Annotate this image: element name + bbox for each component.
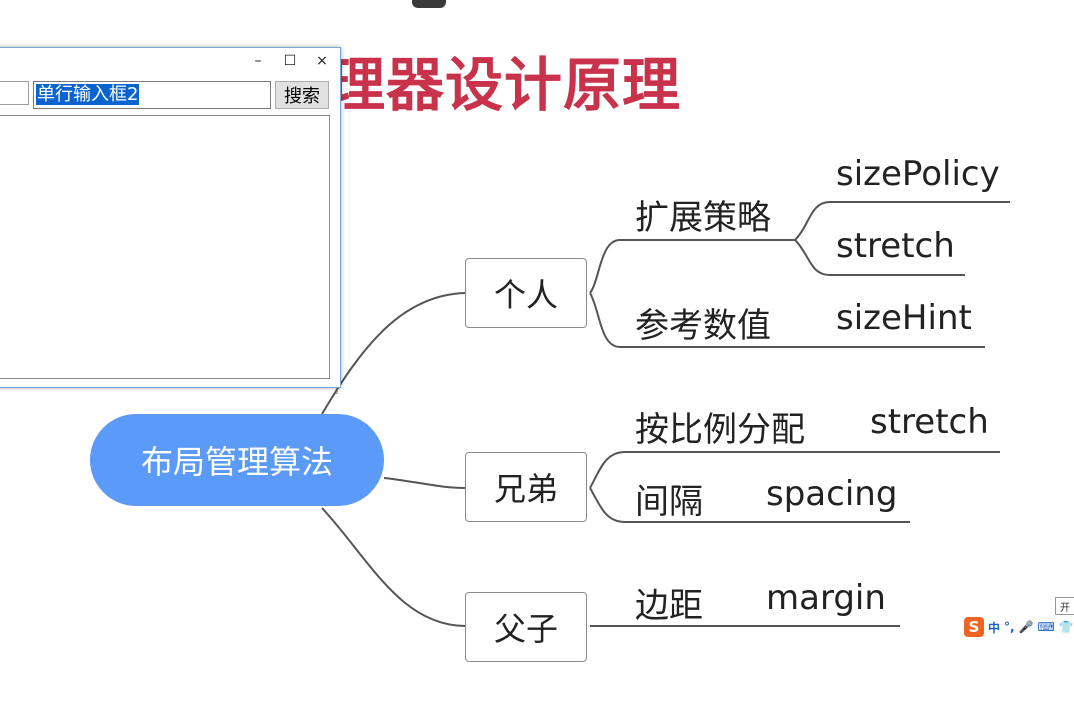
- ime-keyboard-icon[interactable]: ⌨: [1037, 620, 1055, 634]
- minimize-button[interactable]: –: [254, 53, 262, 69]
- close-button[interactable]: ×: [316, 53, 328, 69]
- leaf-sizehint: sizeHint: [836, 298, 972, 338]
- leaf-proportional: 按比例分配: [635, 410, 805, 450]
- leaf-reference-value: 参考数值: [635, 306, 771, 346]
- ime-chinese-mode[interactable]: 中: [988, 620, 1001, 635]
- leaf-expand-policy: 扩展策略: [635, 198, 771, 238]
- window-titlebar[interactable]: – ☐ ×: [0, 48, 340, 76]
- leaf-stretch-1: stretch: [836, 226, 955, 266]
- sogou-logo-icon[interactable]: S: [964, 617, 984, 637]
- leaf-stretch-2: stretch: [870, 402, 989, 442]
- branch-node-siblings: 兄弟: [465, 452, 587, 522]
- ime-toolbar[interactable]: S 中 °, 🎤 ⌨ 👕: [964, 616, 1074, 638]
- search-button[interactable]: 搜索: [275, 81, 329, 109]
- line-edit-2[interactable]: 单行输入框2: [33, 81, 271, 109]
- leaf-spacing-label: 间隔: [635, 482, 703, 522]
- text-edit-area[interactable]: [0, 115, 330, 379]
- branch-node-individual: 个人: [465, 258, 587, 328]
- leaf-margin: margin: [766, 578, 886, 618]
- resize-grip-icon[interactable]: ⌟: [334, 386, 339, 396]
- ime-skin-icon[interactable]: 👕: [1058, 620, 1074, 634]
- branch-node-parent-child: 父子: [465, 592, 587, 662]
- maximize-button[interactable]: ☐: [283, 53, 297, 69]
- leaf-spacing: spacing: [766, 474, 898, 514]
- leaf-sizepolicy: sizePolicy: [836, 154, 1000, 194]
- line-edit-1[interactable]: [0, 81, 29, 105]
- demo-window[interactable]: – ☐ × 单行输入框2 搜索: [0, 47, 341, 388]
- line-edit-2-selected-text: 单行输入框2: [36, 84, 140, 105]
- mindmap-root-node: 布局管理算法: [90, 414, 384, 506]
- screen-top-handle: [412, 0, 446, 8]
- ime-mic-icon[interactable]: 🎤: [1018, 620, 1034, 634]
- ime-tooltip: 开: [1055, 597, 1074, 615]
- ime-punctuation-icon[interactable]: °,: [1004, 620, 1015, 634]
- leaf-margin-label: 边距: [635, 586, 703, 626]
